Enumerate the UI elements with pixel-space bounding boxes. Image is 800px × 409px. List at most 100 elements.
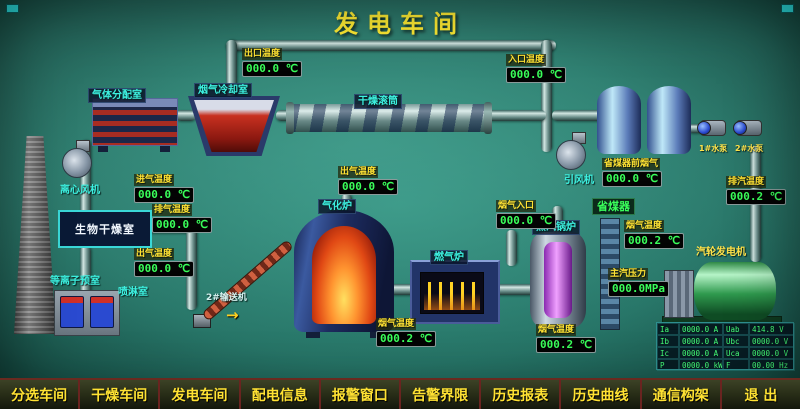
table-cell: Uab <box>723 323 749 335</box>
meter-label: 烟气温度 <box>376 318 417 330</box>
drum-ring <box>484 102 492 134</box>
meter-label: 出口温度 <box>242 48 283 60</box>
meter-value: 000.0MPa <box>608 281 669 297</box>
label-centrifugal-fan: 离心风机 <box>60 185 100 196</box>
meter-label: 出气温度 <box>134 248 175 260</box>
menu-item-drying-workshop[interactable]: 干燥车间 <box>80 380 161 409</box>
table-cell: Ubc <box>723 335 749 347</box>
table-cell: 00.00 Hz <box>749 359 795 371</box>
bio-drying-room-label: 生物干燥室 <box>75 223 135 236</box>
meter-label: 入口温度 <box>506 54 547 66</box>
label-gas-distribution: 气体分配室 <box>88 88 146 103</box>
pipe-top <box>226 40 556 51</box>
label-draft-fan: 引风机 <box>564 175 594 186</box>
conveyor-chain <box>201 239 294 322</box>
pipe-cooling-riser <box>226 40 237 102</box>
pipe-fluegas-inlet <box>506 230 517 266</box>
storage-tank-2 <box>647 86 691 154</box>
meter-label: 烟气入口 <box>496 200 537 212</box>
gasifier-flame <box>312 226 376 324</box>
centrifugal-fan <box>62 148 92 178</box>
table-cell: 414.8 V <box>749 323 795 335</box>
conveyor-direction-arrow: → <box>226 306 239 324</box>
water-pump-1-inlet <box>697 121 711 135</box>
plasma-panel <box>90 296 114 328</box>
meter-fluegas-temp-bottom1: 烟气温度 000.2 ℃ <box>376 318 437 347</box>
table-cell: 0000.0 A <box>679 335 723 347</box>
label-drying-drum: 干燥滚筒 <box>354 94 402 109</box>
table-cell: 0000.0 A <box>679 347 723 359</box>
meter-value: 000.2 ℃ <box>726 189 787 205</box>
pipe-cooling-drum <box>276 110 292 121</box>
menu-item-sorting-workshop[interactable]: 分选车间 <box>0 380 81 409</box>
water-pump-2-inlet <box>733 121 747 135</box>
table-cell: P <box>657 359 679 371</box>
corner-decoration-right <box>781 4 794 13</box>
meter-outlet-temp: 出口温度 000.0 ℃ <box>242 48 303 77</box>
table-cell: F <box>723 359 749 371</box>
table-cell: 0000.0 V <box>749 335 795 347</box>
meter-exhaust-temp: 排气温度 000.0 ℃ <box>152 204 213 233</box>
equipment-leg <box>306 330 320 338</box>
menu-item-power-workshop[interactable]: 发电车间 <box>160 380 241 409</box>
meter-fluegas-temp-bottom2: 烟气温度 000.2 ℃ <box>536 324 597 353</box>
pipe-drum-right <box>486 110 546 121</box>
menu-item-distribution-info[interactable]: 配电信息 <box>240 380 321 409</box>
page-title: 发电车间 <box>334 10 466 38</box>
meter-value: 000.0 ℃ <box>134 261 195 277</box>
table-cell: Ia <box>657 323 679 335</box>
meter-value: 000.0 ℃ <box>338 179 399 195</box>
meter-eco-inlet-fluegas: 省煤器前烟气 000.0 ℃ <box>602 158 663 187</box>
meter-fluegas-inlet: 烟气入口 000.0 ℃ <box>496 200 557 229</box>
equipment-leg <box>98 146 108 152</box>
pipe-inlet-drop <box>541 40 552 152</box>
meter-label: 出气温度 <box>338 166 379 178</box>
meter-value: 000.2 ℃ <box>624 233 685 249</box>
label-pump-2: 2#水泵 <box>735 144 764 153</box>
meter-label: 进气温度 <box>134 174 175 186</box>
meter-inlet-temp: 入口温度 000.0 ℃ <box>506 54 567 83</box>
drum-ring <box>286 102 294 134</box>
table-cell: 0000.0 V <box>749 347 795 359</box>
meter-outgas-temp-gasifier: 出气温度 000.0 ℃ <box>338 166 399 195</box>
menu-item-alarm-limits[interactable]: 告警界限 <box>401 380 482 409</box>
meter-fluegas-temp-mid: 烟气温度 000.2 ℃ <box>624 220 685 249</box>
meter-label: 排汽温度 <box>726 176 767 188</box>
pipe-left-down <box>80 140 91 218</box>
table-cell: Ic <box>657 347 679 359</box>
plasma-panel <box>60 296 84 328</box>
storage-tank-1 <box>597 86 641 154</box>
meter-value: 000.0 ℃ <box>152 217 213 233</box>
meter-label: 烟气温度 <box>536 324 577 336</box>
meter-outgas-temp-left: 出气温度 000.0 ℃ <box>134 248 195 277</box>
induced-draft-fan <box>556 140 586 170</box>
meter-value: 000.0 ℃ <box>602 171 663 187</box>
meter-value: 000.2 ℃ <box>536 337 597 353</box>
meter-value: 000.2 ℃ <box>376 331 437 347</box>
table-cell: 0000.0 A <box>679 323 723 335</box>
meter-label: 省煤器前烟气 <box>602 158 661 170</box>
label-gas-furnace: 燃气炉 <box>430 250 468 265</box>
menu-item-history-report[interactable]: 历史报表 <box>481 380 562 409</box>
menu-item-history-curve[interactable]: 历史曲线 <box>561 380 642 409</box>
menu-item-exit[interactable]: 退 出 <box>721 380 800 409</box>
label-plasma-room: 等离子预室 <box>50 276 100 287</box>
label-gasifier: 气化炉 <box>318 199 356 214</box>
gas-furnace-flames <box>424 282 480 310</box>
menu-item-alarm-window[interactable]: 报警窗口 <box>320 380 402 409</box>
pipe-gasifier-furnace <box>388 284 416 295</box>
generator-parameter-table: Ia 0000.0 A Uab 414.8 V Ib 0000.0 A Ubc … <box>656 322 795 371</box>
label-turbine-generator: 汽轮发电机 <box>696 247 746 258</box>
meter-label: 烟气温度 <box>624 220 665 232</box>
meter-steam-exhaust-temp: 排汽温度 000.2 ℃ <box>726 176 787 205</box>
steam-boiler-core <box>544 242 572 318</box>
equipment-leg <box>160 146 170 152</box>
menu-item-comm-architecture[interactable]: 通信构架 <box>641 380 722 409</box>
meter-value: 000.0 ℃ <box>242 61 303 77</box>
table-cell: 0000.0 kW <box>679 359 723 371</box>
table-cell: Ib <box>657 335 679 347</box>
corner-decoration-left <box>6 4 19 13</box>
label-economizer: 省煤器 <box>592 198 635 215</box>
meter-main-steam-pressure: 主汽压力 000.0MPa <box>608 268 669 297</box>
